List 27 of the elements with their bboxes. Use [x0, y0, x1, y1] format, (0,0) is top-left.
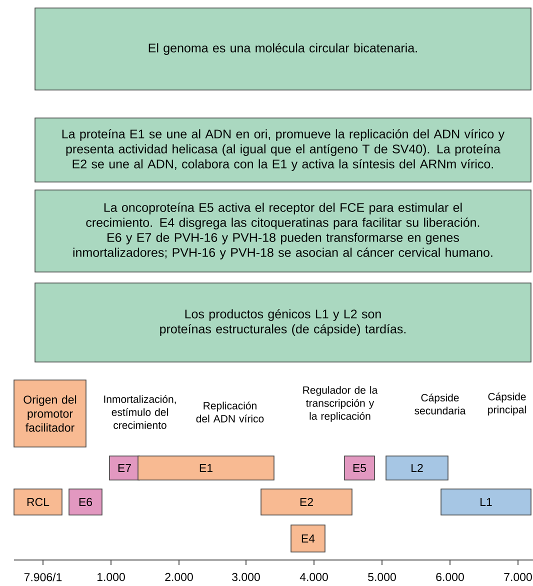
tick-label: 4.000	[300, 572, 328, 582]
gene-box: RCL	[14, 488, 62, 516]
heading-label: Inmortalización, estímulo del crecimiento	[104, 395, 176, 429]
text-box: El genoma es una molécula circular bicatenaria.	[34, 8, 532, 90]
gene-box: L1	[440, 488, 532, 516]
gene-box: E5	[344, 456, 375, 480]
text-box: La oncoproteína E5 activa el receptor del FCE para estimular el crecimiento. E4 disgrega las citoqueratinas para facilitar su liberación. E6 y E7 de PVH-16 y PVH-18 pueden transformarse en genes inmortalizadores; PVH-16 y PVH-18 se asocian al cáncer cervical humano.	[34, 190, 532, 272]
tick-label: 3.000	[232, 572, 260, 582]
tick-label: 2.000	[165, 572, 193, 582]
gene-box: Origen del promotor facilitador	[14, 380, 86, 448]
heading-label: Regulador de la transcripción y la replicación	[303, 386, 378, 422]
gene-box: L2	[386, 456, 448, 480]
tick-label: 5.000	[368, 572, 396, 582]
heading-label: Replicación del ADN vírico	[196, 402, 264, 422]
tick-label: 1.000	[98, 572, 125, 582]
gene-box: E7	[109, 456, 140, 480]
gene-box: E1	[138, 456, 274, 480]
gene-box: E2	[260, 488, 352, 516]
tick-label: 7.906/1	[24, 572, 62, 582]
heading-label: Cápside principal	[488, 392, 526, 416]
tick-label: 6.000	[436, 572, 464, 582]
text-box: Los productos génicos L1 y L2 son proteínas estructurales (de cápside) tardías.	[34, 282, 532, 362]
gene-box: E4	[290, 524, 326, 552]
text-box: La proteína E1 se une al ADN en ori, promueve la replicación del ADN vírico y presenta actividad helicasa (al igual que el antígeno T de SV40). La proteína E2 se une al ADN, colabora con la E1 y activa la síntesis del ARNm vírico.	[34, 118, 532, 182]
gene-box: E6	[68, 488, 102, 516]
tick-label: 7.000	[504, 572, 532, 582]
heading-label: Cápside secundaria	[414, 394, 466, 414]
